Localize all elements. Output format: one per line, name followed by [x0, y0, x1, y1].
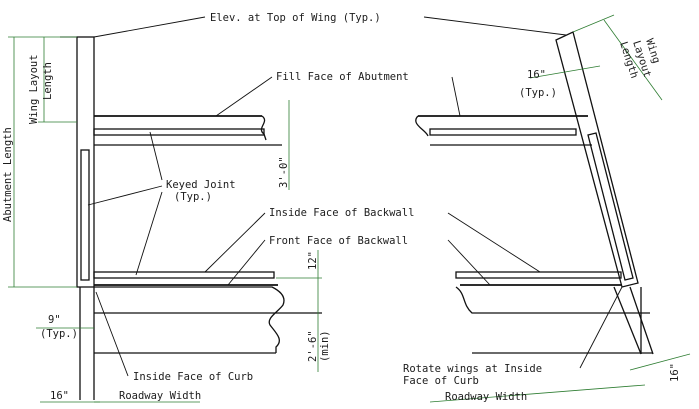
leader-rotate — [579, 286, 623, 369]
leader-elev-right — [423, 16, 567, 36]
right-wing-layout-dim — [603, 19, 663, 101]
leader-fill-left — [215, 76, 273, 117]
leader-front-left — [227, 239, 266, 286]
label-rotate-wings-1: Rotate wings at Inside — [403, 363, 542, 375]
dim-sixteen-left: 16" — [50, 390, 69, 402]
label-wing-layout-1: Wing Layout — [28, 54, 40, 124]
label-keyed-joint-typ: (Typ.) — [174, 191, 212, 203]
leader-front-right — [447, 239, 491, 286]
left-wing-inner — [80, 149, 90, 281]
sixteen-top-dim — [529, 65, 601, 79]
dim-sixteen-right: 16" — [669, 363, 681, 382]
dim-sixteen-top-typ: (Typ.) — [519, 87, 557, 99]
label-front-face-backwall: Front Face of Backwall — [269, 235, 408, 247]
dim-three-ft: 3'-0" — [278, 156, 290, 188]
leader-keyed-2 — [87, 185, 163, 206]
label-inside-face-curb: Inside Face of Curb — [133, 371, 253, 383]
dim-sixteen-top: 16" — [527, 69, 546, 81]
label-elev-top-of-wing: Elev. at Top of Wing (Typ.) — [210, 12, 381, 24]
leader-keyed-3 — [135, 191, 163, 276]
left-bottom-keyed-strip — [93, 271, 275, 279]
leader-inside-right — [447, 212, 541, 273]
label-abutment-length: Abutment Length — [2, 127, 14, 222]
right-top-keyed-strip — [429, 128, 577, 136]
right-wing-outer — [555, 31, 639, 288]
label-wing-layout-2: Length — [42, 62, 54, 100]
dim-two-six: 2'-6" — [307, 330, 319, 362]
leader-elev-left — [93, 16, 206, 38]
label-keyed-joint: Keyed Joint — [166, 179, 236, 191]
right-backwall-profile — [455, 286, 650, 314]
dim-nine-typ: (Typ.) — [40, 328, 78, 340]
roadway-right-dim — [429, 384, 646, 403]
dim-min: (min) — [319, 330, 331, 362]
right-top-break — [415, 115, 429, 137]
left-wing-outer — [76, 36, 95, 288]
label-inside-face-backwall: Inside Face of Backwall — [269, 207, 414, 219]
leader-lines — [87, 16, 623, 377]
annotations: Elev. at Top of Wing (Typ.) Fill Face of… — [2, 12, 681, 403]
left-top-break — [260, 115, 267, 141]
dim-twelve-in: 12" — [307, 251, 319, 270]
leader-curb-left — [95, 291, 129, 377]
leader-fill-right — [451, 76, 461, 117]
right-wing-inner — [587, 132, 634, 281]
dim-nine-in: 9" — [48, 314, 61, 326]
label-fill-face: Fill Face of Abutment — [276, 71, 409, 83]
left-plan — [60, 36, 322, 400]
dimension-lines — [8, 14, 691, 403]
label-roadway-width-left: Roadway Width — [119, 390, 201, 402]
right-bottom-keyed-strip — [455, 271, 622, 279]
right-wing-layout-ext — [572, 14, 615, 33]
label-rotate-wings-2: Face of Curb — [403, 375, 479, 387]
right-curb-slope — [613, 286, 642, 355]
left-top-keyed-strip — [93, 128, 265, 136]
sixteen-right-dim — [629, 353, 691, 371]
right-plan — [415, 31, 654, 355]
label-roadway-width-right: Roadway Width — [445, 391, 527, 403]
leader-inside-left — [204, 212, 266, 273]
leader-keyed-1 — [149, 131, 163, 181]
left-backwall-profile — [94, 286, 285, 353]
